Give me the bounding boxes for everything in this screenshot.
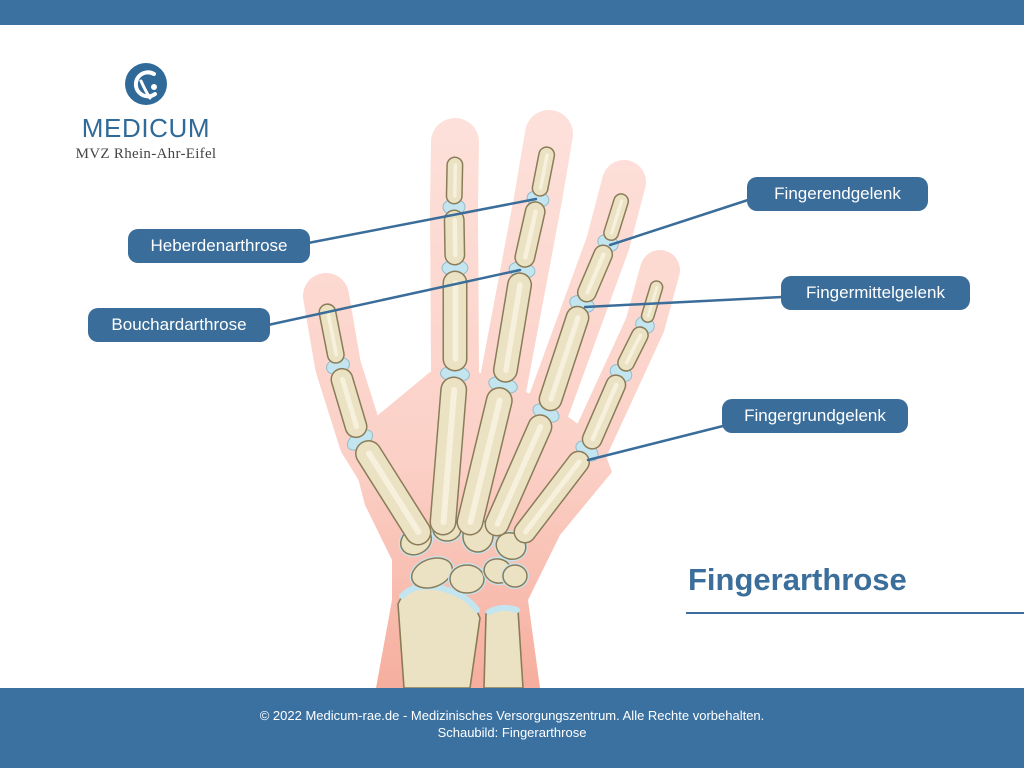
ring-middle-phalanx (576, 244, 614, 303)
fingermittelgelenk-leader-line (583, 295, 784, 309)
logo-name: MEDICUM (81, 113, 211, 143)
ulna-bone (483, 606, 524, 689)
ring-finger-bones (484, 193, 630, 537)
index-metacarpal (429, 376, 468, 536)
thumb-proximal-phalanx (330, 367, 368, 439)
little-proximal-phalanx (581, 374, 627, 450)
thumb-metacarpal (355, 440, 432, 546)
bouchard-leader-line (266, 268, 522, 327)
scaphoid-bone (409, 556, 455, 590)
label-bouchardarthrose: Bouchardarthrose (88, 308, 270, 342)
ring-proximal-phalanx (538, 305, 590, 412)
index-distal-phalanx (445, 156, 464, 205)
logo-subtitle: MVZ Rhein-Ahr-Eifel (75, 146, 217, 162)
middle-distal-phalanx (531, 146, 556, 197)
little-finger-bones (513, 280, 664, 544)
index-proximal-phalanx (442, 270, 468, 372)
little-distal-phalanx (640, 280, 664, 323)
page-title: Fingerarthrose (688, 562, 907, 597)
label-fingerendgelenk: Fingerendgelenk (747, 177, 928, 211)
fingergrundgelenk-leader-line (586, 424, 725, 462)
footer-copyright: © 2022 Medicum-rae.de - Medizinisches Ve… (259, 708, 765, 723)
logo: MEDICUM MVZ Rhein-Ahr-Eifel (56, 62, 236, 163)
top-bar (0, 0, 1024, 25)
index-middle-phalanx (443, 209, 466, 266)
middle-middle-phalanx (514, 201, 546, 268)
middle-finger-bones (456, 146, 556, 536)
thumb-distal-phalanx (318, 303, 345, 364)
footer: © 2022 Medicum-rae.de - Medizinisches Ve… (0, 688, 1024, 768)
radius-cartilage (399, 583, 480, 613)
ring-distal-phalanx (603, 193, 630, 241)
heberden-leader-line (306, 197, 538, 245)
label-fingermittelgelenk: Fingermittelgelenk (781, 276, 970, 310)
medicum-logo-icon (125, 63, 167, 105)
ring-metacarpal (484, 414, 553, 537)
ulna-cartilage (486, 604, 520, 615)
little-middle-phalanx (617, 326, 649, 372)
label-fingergrundgelenk: Fingergrundgelenk (722, 399, 908, 433)
middle-proximal-phalanx (492, 272, 533, 383)
fingerendgelenk-leader-line (608, 198, 750, 247)
leader-lines (266, 197, 784, 462)
finger-bones (318, 146, 664, 546)
label-heberdenarthrose: Heberdenarthrose (128, 229, 310, 263)
forearm-bones (397, 583, 524, 689)
title-underline (686, 612, 1024, 614)
thumb-finger-bones (318, 303, 432, 546)
pisiform-bone (501, 563, 529, 589)
footer-caption: Schaubild: Fingerarthrose (437, 725, 587, 740)
index-finger-bones (429, 156, 470, 536)
little-metacarpal (513, 450, 590, 544)
lunate-bone (448, 563, 486, 595)
middle-metacarpal (456, 387, 513, 536)
